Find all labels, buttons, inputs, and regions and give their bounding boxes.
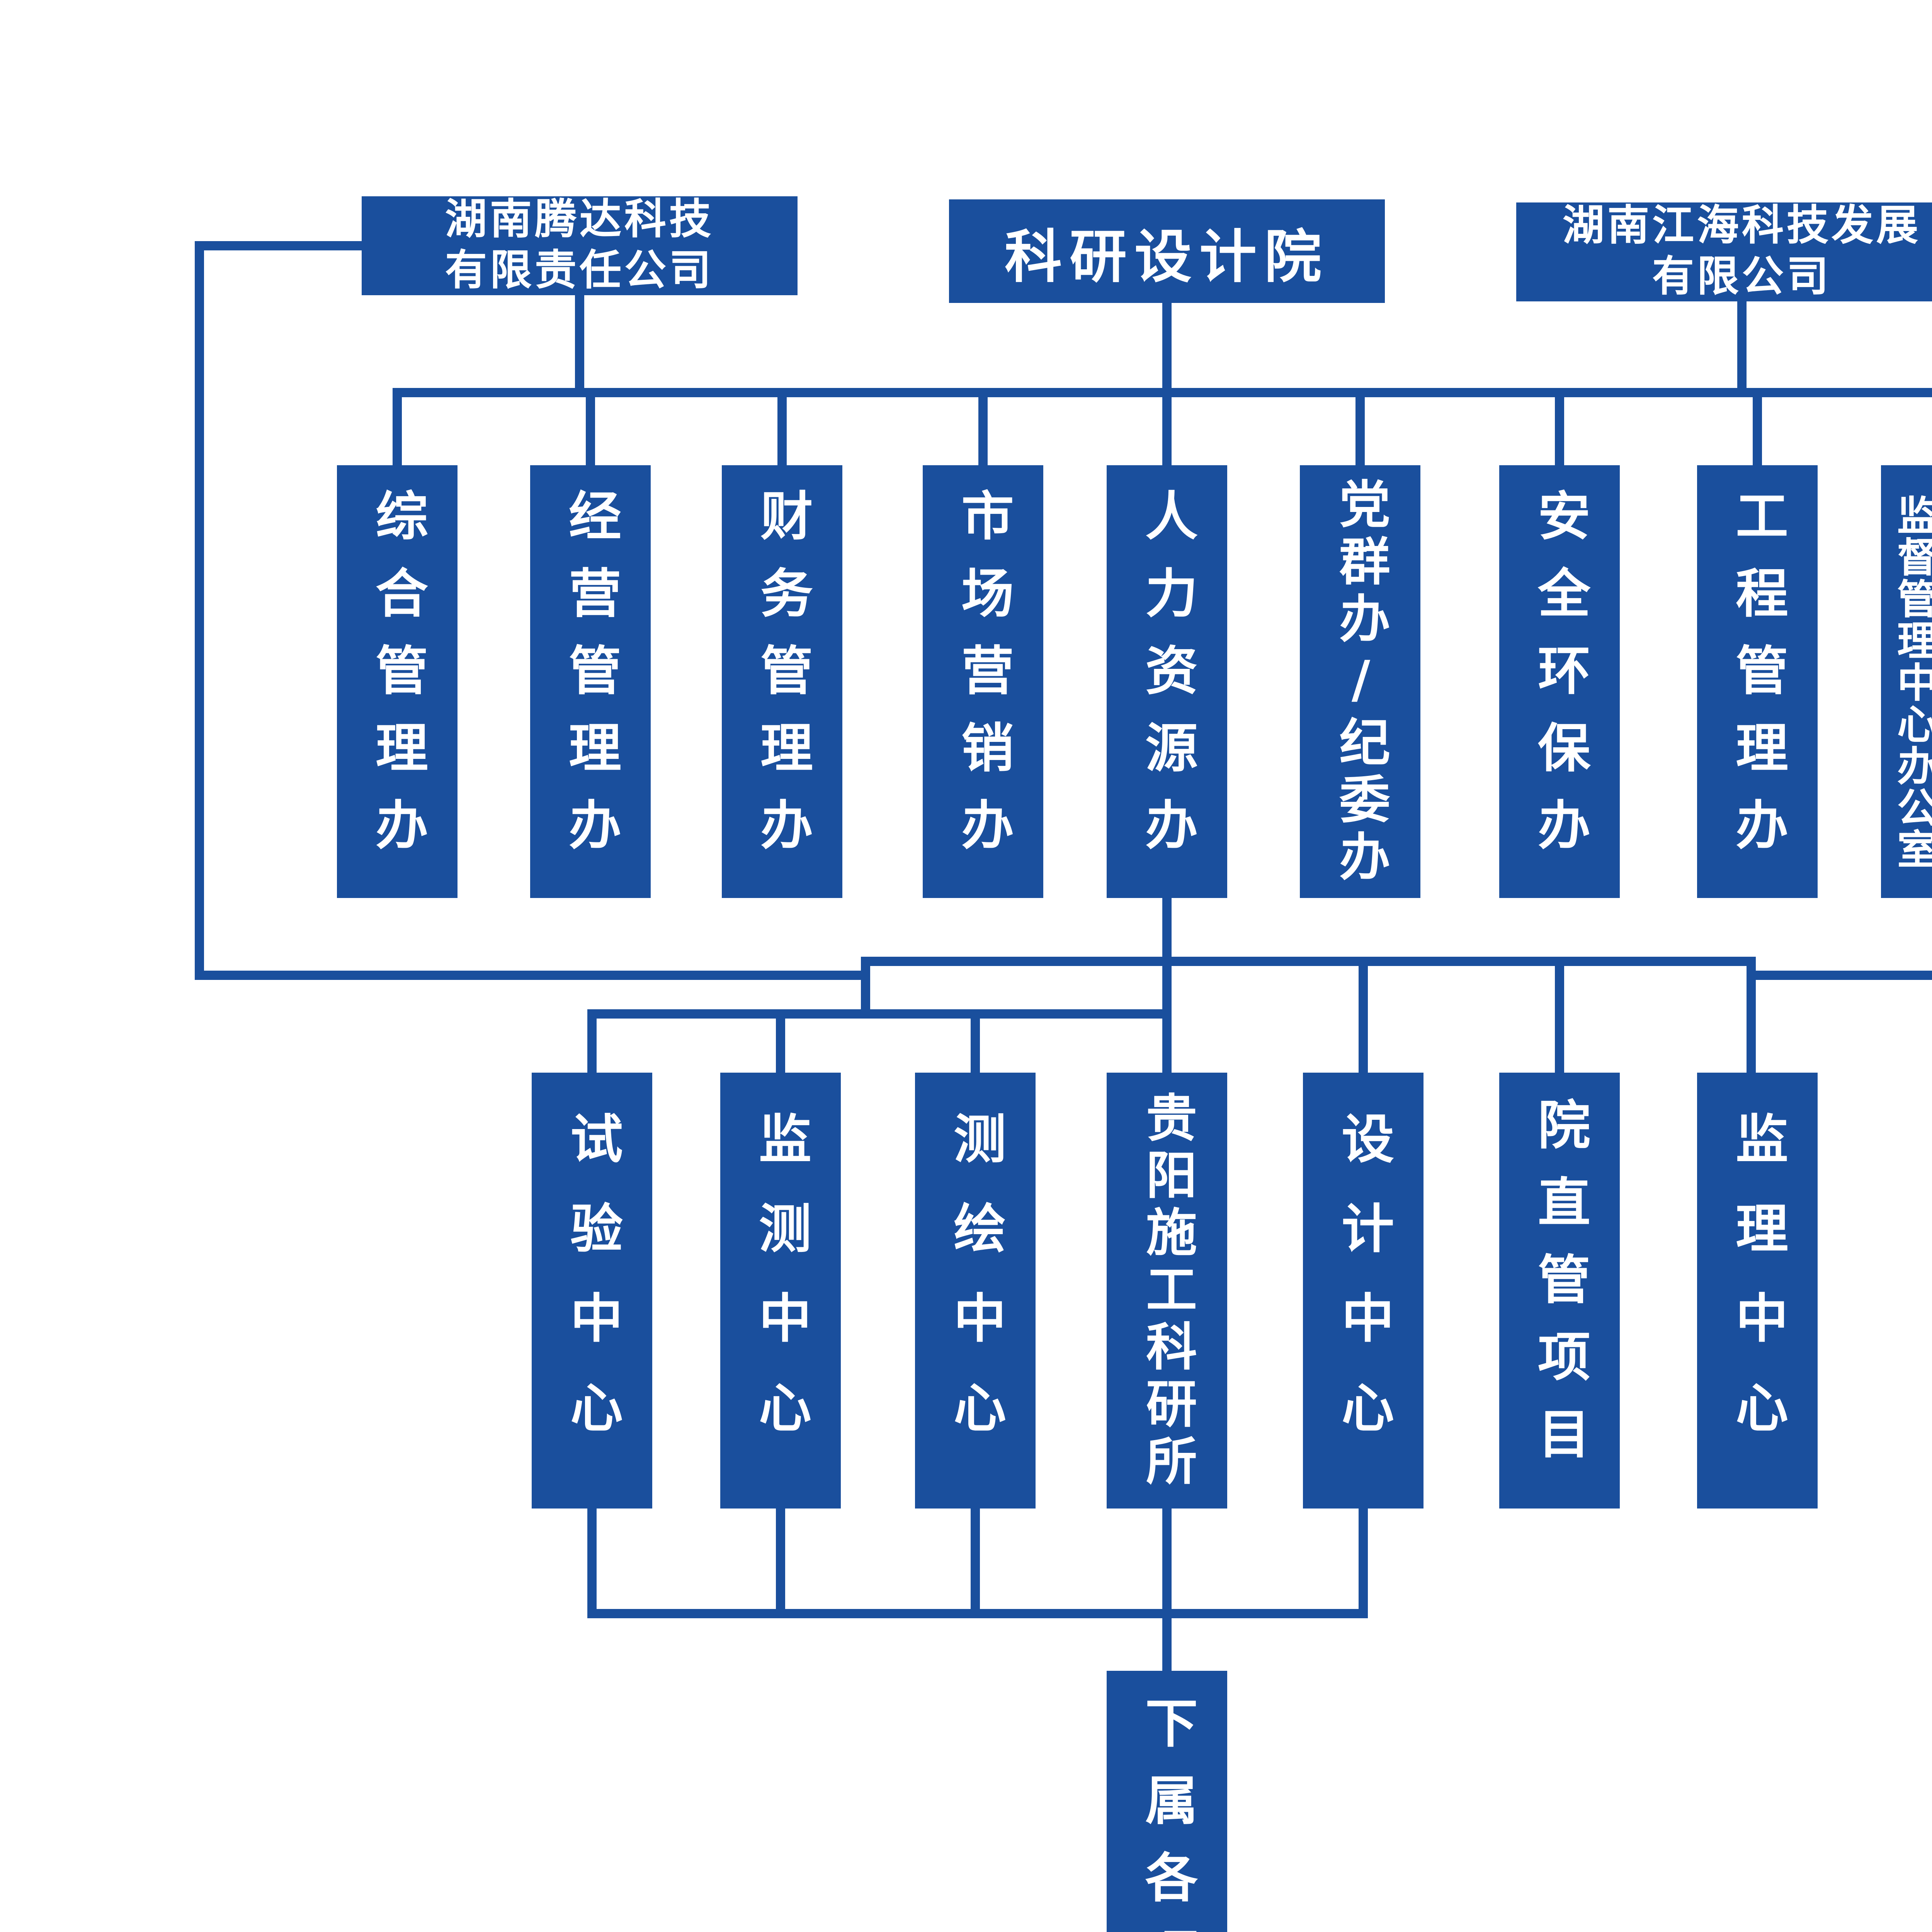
dept-test-measurement-supervision-office: 试验测量监测业务 监督管理中心办公室 — [1881, 465, 1932, 898]
bottom-box-subordinate-projects: 下属各项目 — [1107, 1671, 1227, 1932]
center-guiyang-construction-research: 贵阳施工科研所 — [1107, 1073, 1227, 1509]
top-box-institute: 科研设计院 — [949, 199, 1385, 303]
dept-general-management-office: 综合管理办 — [337, 465, 457, 898]
center-supervision: 监理中心 — [1697, 1073, 1818, 1509]
top-box-jianghai-company: 湖南江海科技发展 有限公司 — [1516, 202, 1932, 301]
center-institute-direct-projects: 院直管项目 — [1499, 1073, 1620, 1509]
center-design: 设计中心 — [1303, 1073, 1423, 1509]
dept-marketing-office: 市场营销办 — [923, 465, 1043, 898]
dept-human-resources-office: 人力资源办 — [1107, 465, 1227, 898]
top-box-tengda-company: 湖南腾达科技 有限责任公司 — [362, 196, 798, 295]
dept-operation-management-office: 经营管理办 — [530, 465, 651, 898]
center-monitoring: 监测中心 — [720, 1073, 841, 1509]
dept-safety-environment-office: 安全环保办 — [1499, 465, 1620, 898]
dept-finance-management-office: 财务管理办 — [722, 465, 842, 898]
center-test: 试验中心 — [532, 1073, 652, 1509]
dept-engineering-management-office: 工程管理办 — [1697, 465, 1818, 898]
dept-party-discipline-office: 党群办/纪委办 — [1300, 465, 1420, 898]
center-surveying-mapping: 测绘中心 — [915, 1073, 1036, 1509]
